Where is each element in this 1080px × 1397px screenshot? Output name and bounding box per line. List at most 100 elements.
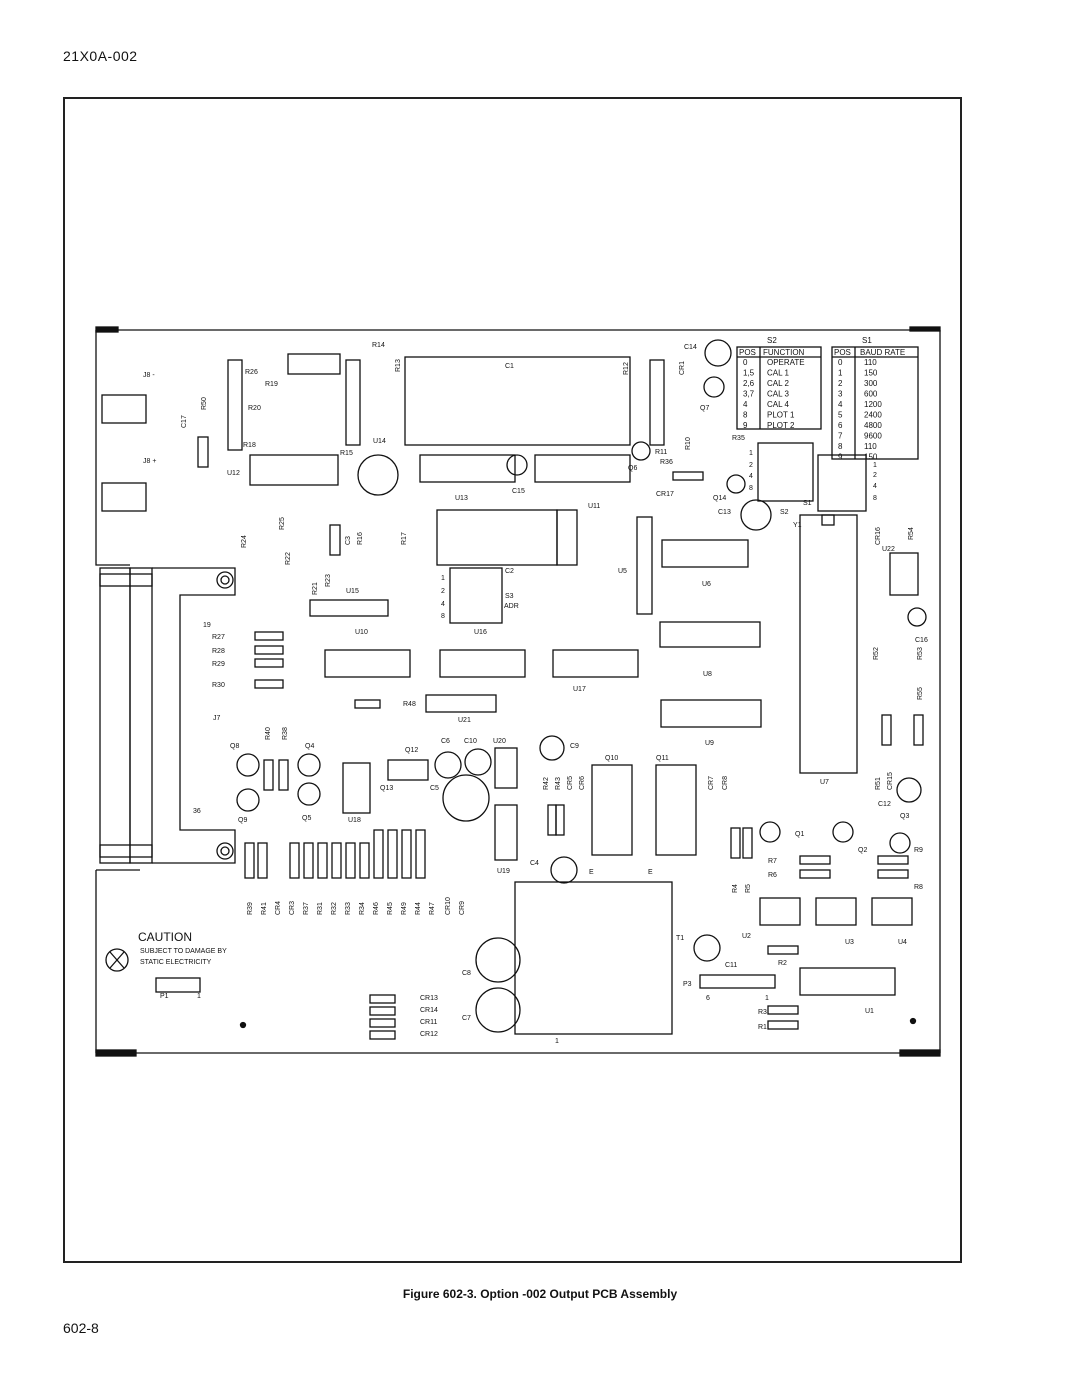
label-6: 6 <box>706 995 710 1002</box>
label-c11: C11 <box>725 962 737 969</box>
label-y1: Y1 <box>793 522 802 529</box>
s1-table-header-pos: POS <box>834 348 851 357</box>
label-r44: R44 <box>415 902 422 915</box>
label-r55: R55 <box>917 687 924 700</box>
s1-table-row-pos: 4 <box>838 400 843 409</box>
label-u3: U3 <box>845 939 854 946</box>
label-u22: U22 <box>882 546 895 553</box>
label-c13: C13 <box>718 509 731 516</box>
s2-table-row-value: CAL 1 <box>767 369 789 378</box>
document-id: 21X0A-002 <box>63 48 138 64</box>
label-p1: P1 <box>160 993 169 1000</box>
label-cr1: CR1 <box>679 361 686 375</box>
label-s2p1: 1 <box>749 450 753 457</box>
label-r51: R51 <box>875 777 882 790</box>
label-q3: Q3 <box>900 813 909 820</box>
label-cr8: CR8 <box>722 776 729 790</box>
label-q10: Q10 <box>605 755 618 762</box>
label-r35: R35 <box>732 435 745 442</box>
s2-table-row-pos: 9 <box>743 421 748 430</box>
label-r6: R6 <box>768 872 777 879</box>
s1-table-frame <box>831 346 919 460</box>
label-c2: C2 <box>505 568 514 575</box>
s2-table-row-pos: 1,5 <box>743 369 755 378</box>
label-q4: Q4 <box>305 743 314 750</box>
label-r41: R41 <box>261 902 268 915</box>
label-r29: R29 <box>212 661 225 668</box>
label-u1: U1 <box>865 1008 874 1015</box>
label-cr10: CR10 <box>445 897 452 915</box>
label-u18: U18 <box>348 817 361 824</box>
label-r50: R50 <box>201 397 208 410</box>
label-r12: R12 <box>623 362 630 375</box>
label-r54: R54 <box>908 527 915 540</box>
s1-table-row-value: 600 <box>864 390 878 399</box>
label-r14: R14 <box>372 342 385 349</box>
resistors-vertical <box>197 359 924 859</box>
label-u8: U8 <box>703 671 712 678</box>
label-s1p4: 4 <box>873 483 877 490</box>
label-r5: R5 <box>745 884 752 893</box>
s2-table-header-pos: POS <box>739 348 756 357</box>
label-36: 36 <box>193 808 201 815</box>
label-cr6: CR6 <box>579 776 586 790</box>
s2-table-row-pos: 8 <box>743 411 748 420</box>
label-c1: C1 <box>505 363 514 370</box>
label-cr13: CR13 <box>420 995 438 1002</box>
label-c8: C8 <box>462 970 471 977</box>
s2-table-row-value: PLOT 1 <box>767 411 795 420</box>
caution-line-2: STATIC ELECTRICITY <box>140 959 212 966</box>
label-r19: R19 <box>265 381 278 388</box>
label-r21: R21 <box>312 582 319 595</box>
label-e1: E <box>589 869 594 876</box>
label-cr16: CR16 <box>875 527 882 545</box>
label-r37: R37 <box>303 902 310 915</box>
label-u10: U10 <box>355 629 368 636</box>
s1-table-row-pos: 7 <box>838 432 843 441</box>
s1-table-row-pos: 2 <box>838 379 843 388</box>
label-cr11: CR11 <box>420 1019 437 1026</box>
label-r45: R45 <box>387 902 394 915</box>
s1-table-title: S1 <box>862 336 872 345</box>
label-q8: Q8 <box>230 743 239 750</box>
label-r16: R16 <box>357 532 364 545</box>
label-r52: R52 <box>873 647 880 660</box>
label-u21: U21 <box>458 717 471 724</box>
label-q7: Q7 <box>700 405 709 412</box>
label-u12: U12 <box>227 470 240 477</box>
s2-table-row-pos: 4 <box>743 400 748 409</box>
label-r40: R40 <box>265 727 272 740</box>
label-s1: S1 <box>803 500 812 507</box>
s1-table-row-value: 110 <box>864 358 877 367</box>
label-t1: T1 <box>676 935 684 942</box>
s1-table-row-pos: 9 <box>838 453 843 462</box>
label-s2: S2 <box>780 509 789 516</box>
label-q2: Q2 <box>858 847 867 854</box>
label-u4: U4 <box>898 939 907 946</box>
label-u6: U6 <box>702 581 711 588</box>
label-r17: R17 <box>401 532 408 545</box>
label-r3: R3 <box>758 1009 767 1016</box>
j7-connector <box>99 567 236 864</box>
label-r18: R18 <box>243 442 256 449</box>
s1-table-row-pos: 8 <box>838 442 843 451</box>
label-1a: 1 <box>765 995 769 1002</box>
label-c6: C6 <box>441 738 450 745</box>
label-r36: R36 <box>660 459 673 466</box>
label-u14: U14 <box>373 438 386 445</box>
resistors-horizontal <box>254 471 909 1040</box>
label-u17: U17 <box>573 686 586 693</box>
label-u7: U7 <box>820 779 829 786</box>
label-u5: U5 <box>618 568 627 575</box>
s1-table-row-pos: 0 <box>838 358 843 367</box>
label-r15: R15 <box>340 450 353 457</box>
label-c16: C16 <box>915 637 928 644</box>
label-u15: U15 <box>346 588 359 595</box>
label-r4: R4 <box>732 884 739 893</box>
label-q11: Q11 <box>656 755 669 762</box>
label-s3p4: 4 <box>441 601 445 608</box>
label-r11: R11 <box>655 449 667 456</box>
label-j8-: J8 - <box>143 372 155 379</box>
s2-table-row-value: CAL 3 <box>767 390 789 399</box>
